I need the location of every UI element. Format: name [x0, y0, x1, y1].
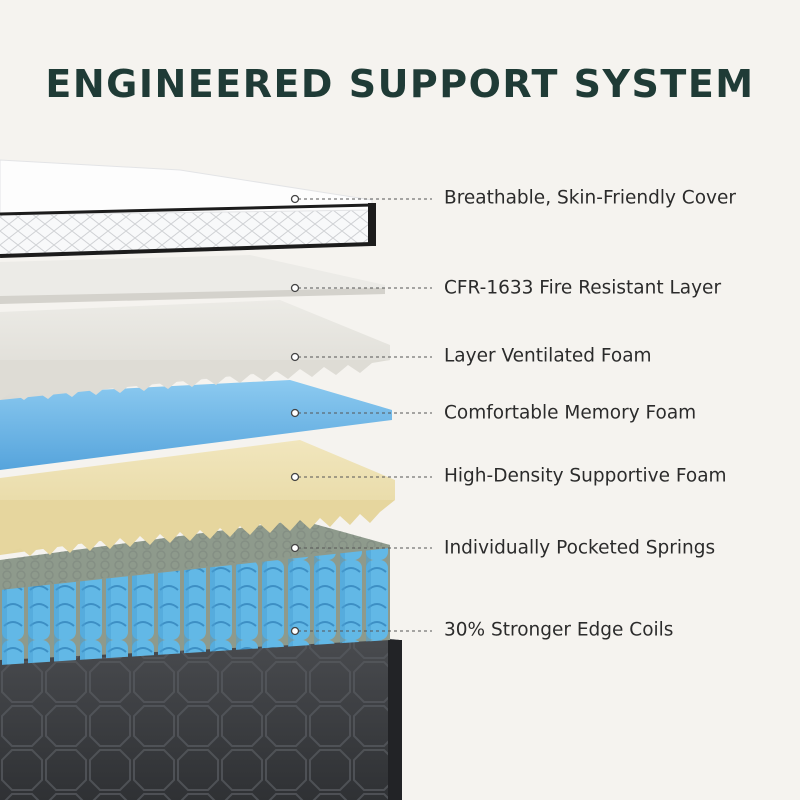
layer-label-cover: Breathable, Skin-Friendly Cover	[444, 187, 736, 209]
callout-dots	[290, 194, 300, 636]
base-layer	[0, 632, 402, 800]
layer-label-support-foam: High-Density Supportive Foam	[444, 465, 727, 487]
fire-resistant-layer	[0, 255, 385, 304]
cover-layer	[0, 159, 376, 258]
memory-foam-layer	[0, 380, 392, 470]
page-title: ENGINEERED SUPPORT SYSTEM	[45, 62, 755, 106]
layer-label-edge-coils: 30% Stronger Edge Coils	[444, 619, 674, 641]
support-foam-layer	[0, 440, 395, 556]
ventilated-foam-layer	[0, 300, 390, 400]
layer-label-fire-resistant: CFR-1633 Fire Resistant Layer	[444, 277, 722, 299]
layer-label-memory-foam: Comfortable Memory Foam	[444, 402, 697, 424]
springs-layer	[0, 520, 390, 665]
layer-label-ventilated-foam: Layer Ventilated Foam	[444, 345, 652, 367]
layer-label-pocketed-springs: Individually Pocketed Springs	[444, 537, 716, 559]
callout-lines	[298, 198, 432, 632]
